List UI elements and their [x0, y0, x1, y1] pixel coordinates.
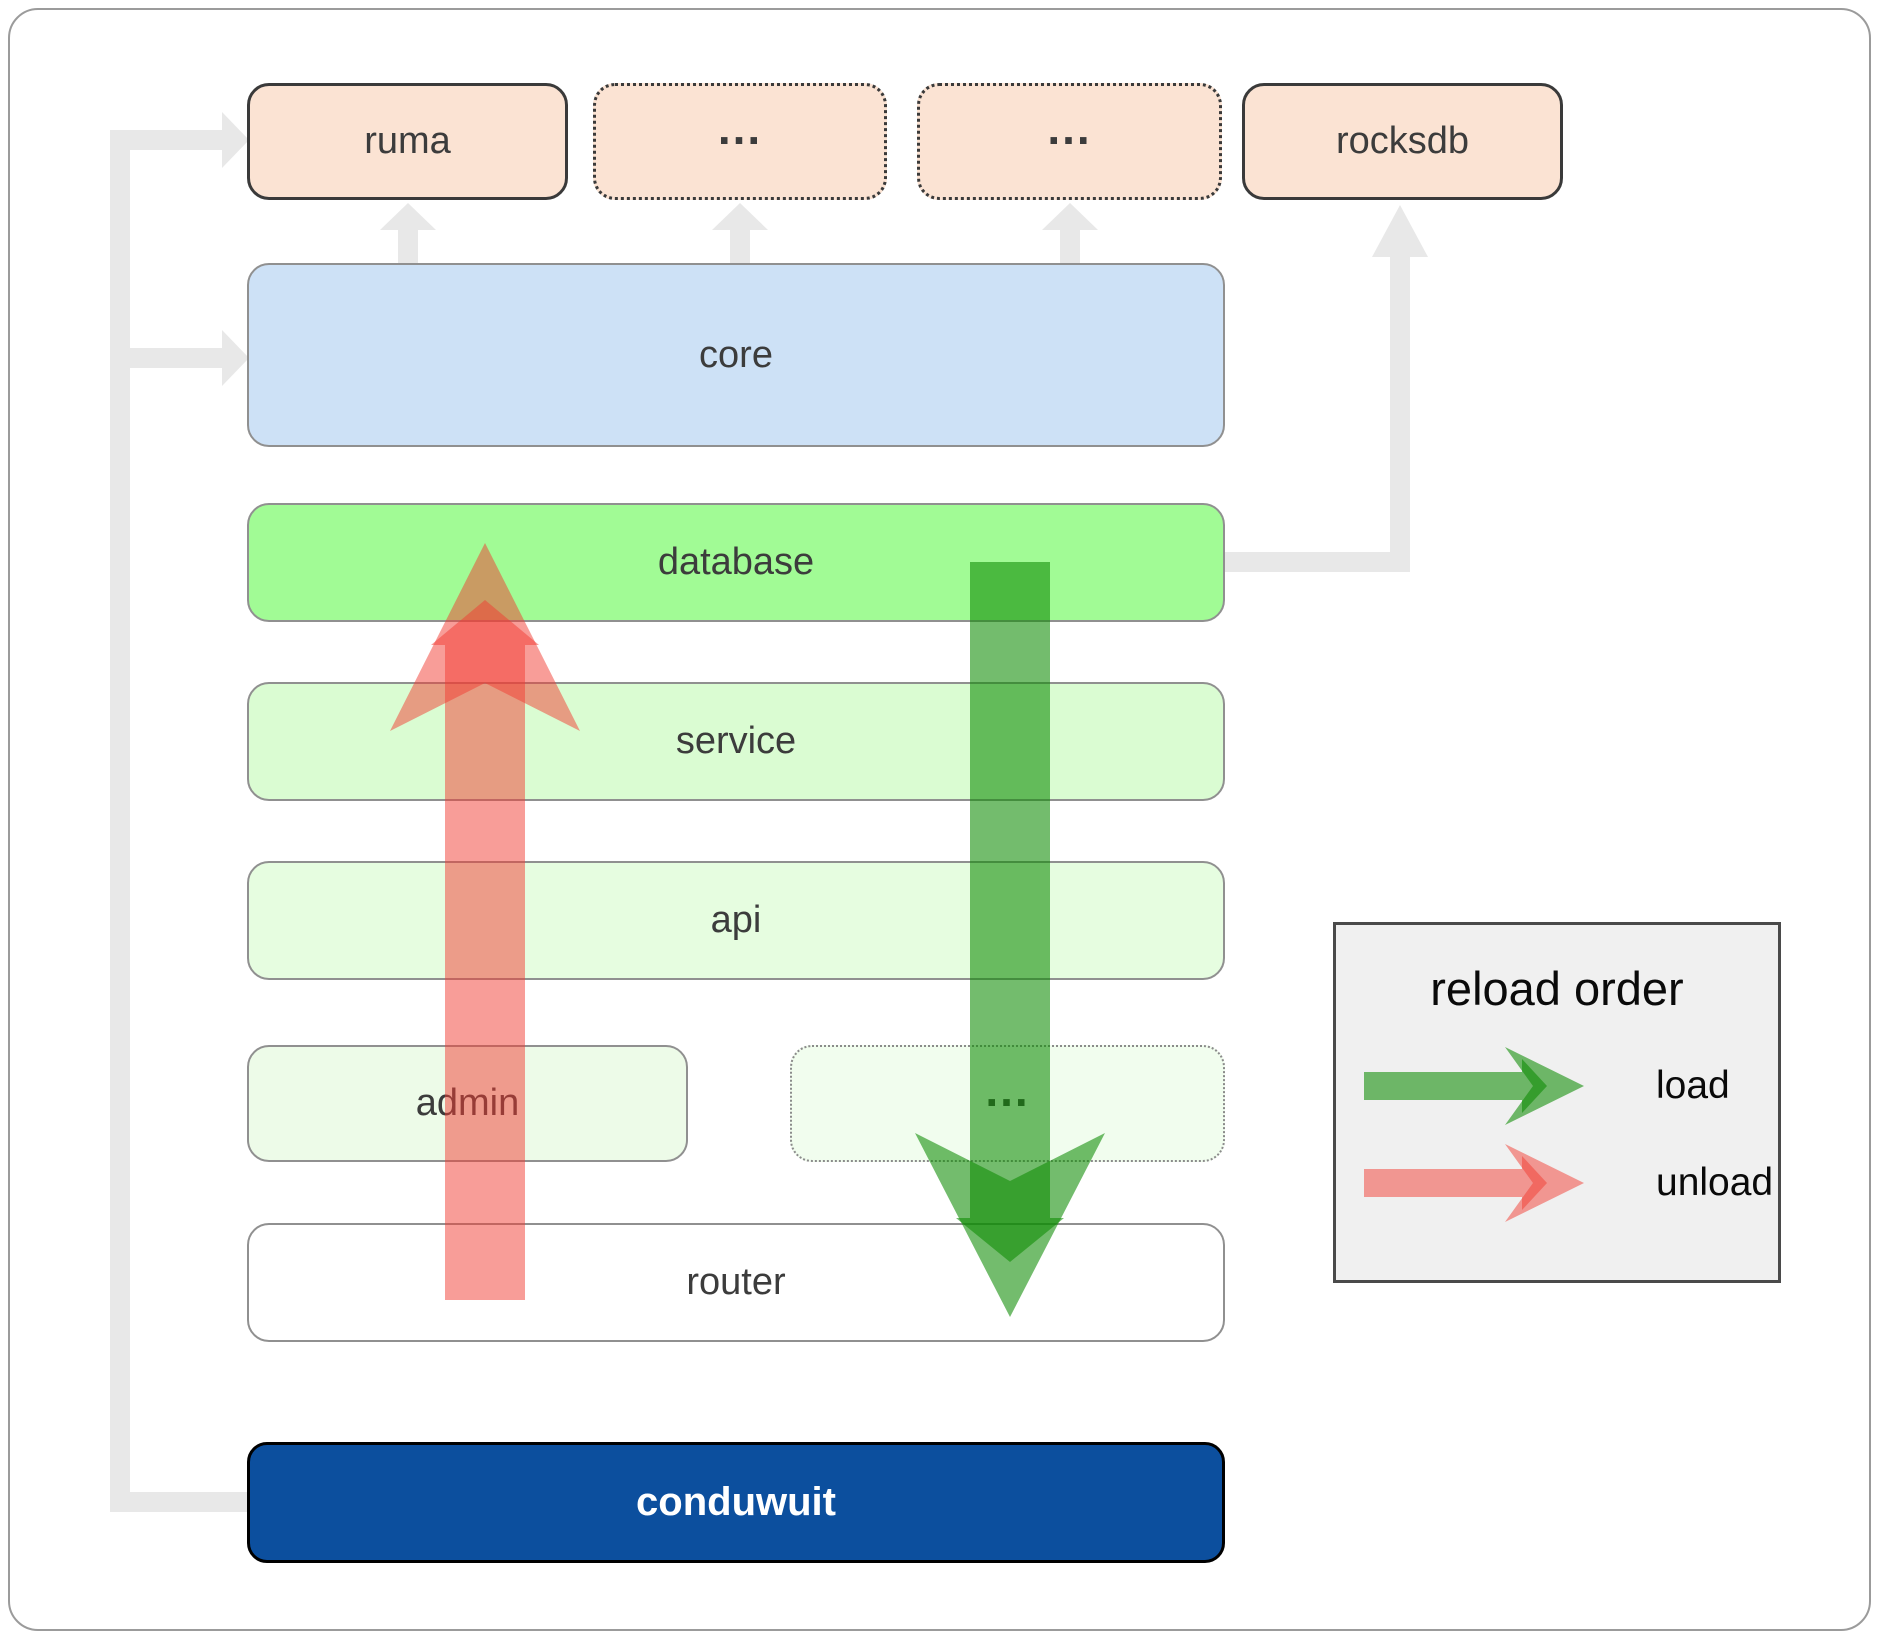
- legend-row-load: load: [1364, 1046, 1730, 1126]
- node-service-label: service: [675, 720, 797, 762]
- node-core-label: core: [699, 333, 773, 376]
- node-router-label: router: [686, 1261, 786, 1303]
- outer-frame: [8, 8, 1871, 1631]
- legend-reload-order: reload order load unload: [1333, 922, 1781, 1283]
- node-dots-3: ...: [790, 1045, 1225, 1162]
- node-rocksdb-label: rocksdb: [1335, 120, 1470, 162]
- legend-label-unload: unload: [1656, 1161, 1774, 1204]
- node-api: api: [247, 861, 1225, 980]
- node-router: router: [247, 1223, 1225, 1342]
- node-core: core: [247, 263, 1225, 447]
- unload-arrow-icon: [1364, 1144, 1584, 1222]
- node-ruma: ruma: [247, 83, 568, 200]
- node-admin-label: admin: [415, 1082, 520, 1124]
- legend-title: reload order: [1430, 962, 1684, 1015]
- node-dots-2: ...: [917, 83, 1222, 200]
- node-database: database: [247, 503, 1225, 622]
- node-service: service: [247, 682, 1225, 801]
- node-admin: admin: [247, 1045, 688, 1162]
- legend-label-load: load: [1656, 1064, 1730, 1107]
- node-conduwuit: conduwuit: [247, 1442, 1225, 1563]
- node-dots-3-label: ...: [985, 1063, 1030, 1116]
- node-conduwuit-label: conduwuit: [636, 1480, 836, 1524]
- load-arrow-icon: [1364, 1047, 1584, 1125]
- node-rocksdb: rocksdb: [1242, 83, 1563, 200]
- node-api-label: api: [710, 899, 762, 941]
- node-dots-1-label: ...: [717, 101, 763, 154]
- legend-row-unload: unload: [1364, 1143, 1773, 1223]
- node-database-label: database: [657, 541, 815, 583]
- node-dots-1: ...: [593, 83, 887, 200]
- node-dots-2-label: ...: [1047, 101, 1092, 154]
- node-ruma-label: ruma: [364, 120, 451, 162]
